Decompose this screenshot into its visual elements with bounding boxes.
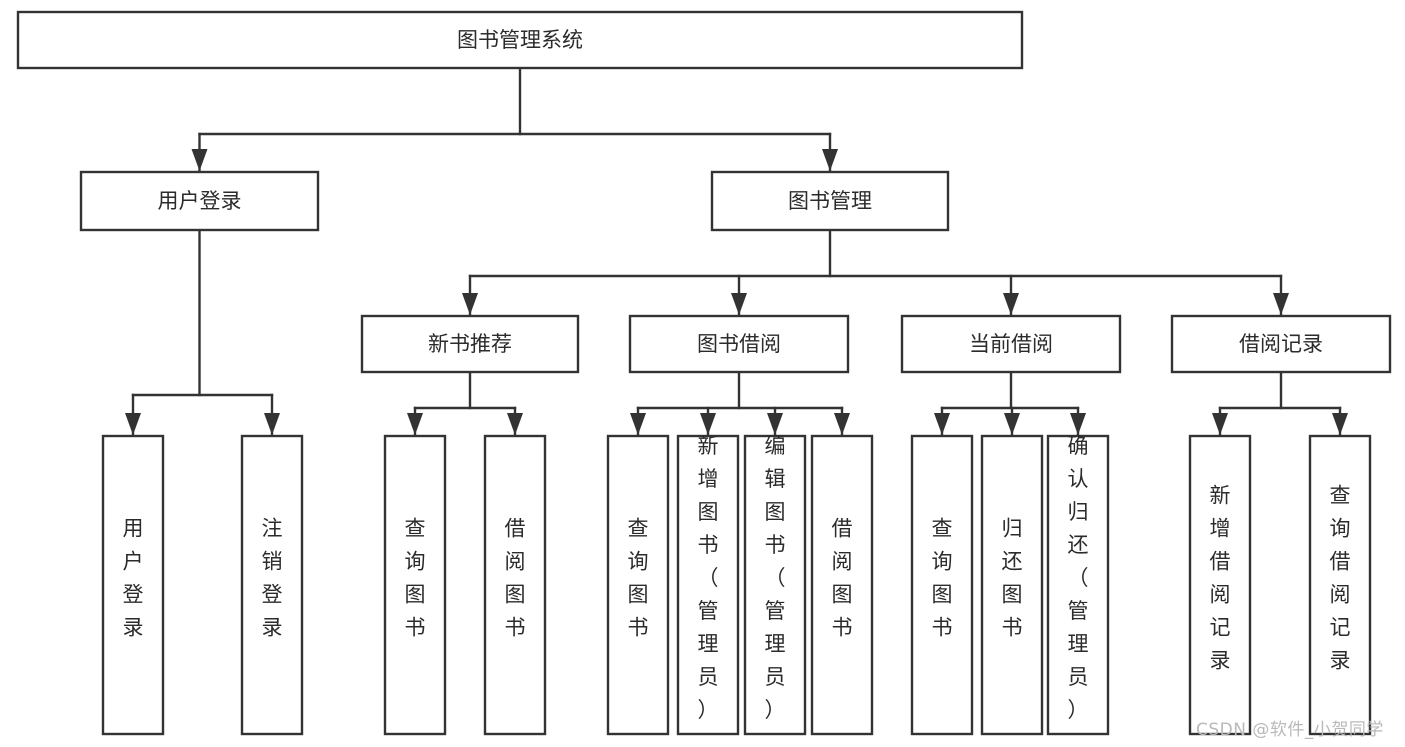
node-label: 注销登录: [262, 517, 283, 640]
node-borrow-record[interactable]: 借阅记录: [1170, 314, 1392, 374]
arrow-head: [1003, 293, 1019, 315]
node-leaf-add-record[interactable]: 新增借阅记录: [1188, 434, 1252, 736]
node-box[interactable]: [1046, 434, 1110, 736]
arrow-head: [934, 413, 950, 435]
node-box[interactable]: [676, 434, 740, 736]
node-label: 归还图书: [1002, 517, 1023, 640]
node-label: 当前借阅: [969, 332, 1053, 356]
node-box[interactable]: [910, 434, 974, 736]
node-box[interactable]: [810, 434, 874, 736]
node-box[interactable]: [383, 434, 447, 736]
arrow-head: [407, 413, 423, 435]
node-label: 查询图书: [628, 517, 649, 640]
arrow-head: [630, 413, 646, 435]
node-book-borrow[interactable]: 图书借阅: [628, 314, 850, 374]
node-box[interactable]: [360, 314, 580, 374]
arrow-head: [507, 413, 523, 435]
arrow-head: [700, 413, 716, 435]
node-box[interactable]: [1188, 434, 1252, 736]
node-box[interactable]: [900, 314, 1122, 374]
node-leaf-user-login[interactable]: 用户登录: [101, 434, 165, 736]
node-new-book-recommend[interactable]: 新书推荐: [360, 314, 580, 374]
node-label: 用户登录: [158, 189, 242, 213]
node-label: 新增借阅记录: [1210, 484, 1231, 673]
nodes-layer: 图书管理系统用户登录图书管理新书推荐图书借阅当前借阅借阅记录用户登录注销登录查询…: [16, 10, 1392, 736]
node-user-login[interactable]: 用户登录: [79, 170, 320, 232]
node-leaf-add-book[interactable]: 新增图书（管理员）: [676, 434, 740, 736]
node-current-borrow[interactable]: 当前借阅: [900, 314, 1122, 374]
arrow-head: [191, 149, 208, 171]
node-box[interactable]: [16, 10, 1024, 70]
node-box[interactable]: [1308, 434, 1372, 736]
node-label: 查询图书: [405, 517, 426, 640]
node-box[interactable]: [483, 434, 547, 736]
node-label: 借阅图书: [832, 517, 853, 640]
arrow-head: [822, 149, 838, 171]
node-box[interactable]: [743, 434, 807, 736]
node-leaf-confirm-return[interactable]: 确认归还（管理员）: [1046, 434, 1110, 736]
node-label: 图书管理系统: [457, 28, 583, 52]
node-label: 查询图书: [932, 517, 953, 640]
arrow-head: [834, 413, 850, 435]
node-label: 借阅图书: [505, 517, 526, 640]
node-leaf-edit-book[interactable]: 编辑图书（管理员）: [743, 434, 807, 736]
node-box[interactable]: [79, 170, 320, 232]
arrow-head: [1273, 293, 1289, 315]
node-box[interactable]: [710, 170, 950, 232]
node-box[interactable]: [1170, 314, 1392, 374]
node-box[interactable]: [101, 434, 165, 736]
node-label: 新增图书（管理员）: [698, 434, 719, 722]
arrow-head: [462, 293, 478, 315]
arrow-head: [264, 413, 280, 435]
node-leaf-query-record[interactable]: 查询借阅记录: [1308, 434, 1372, 736]
node-leaf-query-book-3[interactable]: 查询图书: [910, 434, 974, 736]
node-label: 借阅记录: [1239, 332, 1323, 356]
node-box[interactable]: [628, 314, 850, 374]
arrow-head: [125, 413, 141, 435]
node-label: 图书借阅: [697, 332, 781, 356]
node-label: 编辑图书（管理员）: [765, 434, 786, 722]
node-leaf-logout[interactable]: 注销登录: [240, 434, 304, 736]
node-leaf-query-book-1[interactable]: 查询图书: [383, 434, 447, 736]
arrow-head: [1332, 413, 1348, 435]
node-label: 查询借阅记录: [1330, 484, 1351, 673]
node-box[interactable]: [240, 434, 304, 736]
arrow-head: [1004, 413, 1020, 435]
node-label: 图书管理: [788, 189, 872, 213]
node-root-system[interactable]: 图书管理系统: [16, 10, 1024, 70]
node-label: 用户登录: [123, 517, 144, 640]
node-leaf-borrow-book-2[interactable]: 借阅图书: [810, 434, 874, 736]
node-leaf-borrow-book-1[interactable]: 借阅图书: [483, 434, 547, 736]
arrow-head: [1212, 413, 1228, 435]
node-leaf-return-book[interactable]: 归还图书: [980, 434, 1044, 736]
arrow-head: [1070, 413, 1086, 435]
node-book-manage[interactable]: 图书管理: [710, 170, 950, 232]
node-box[interactable]: [606, 434, 670, 736]
arrow-head: [731, 293, 747, 315]
node-label: 新书推荐: [428, 332, 512, 356]
node-box[interactable]: [980, 434, 1044, 736]
node-label: 确认归还（管理员）: [1068, 434, 1089, 722]
arrow-head: [767, 413, 783, 435]
node-leaf-query-book-2[interactable]: 查询图书: [606, 434, 670, 736]
edges-layer: [125, 66, 1348, 437]
